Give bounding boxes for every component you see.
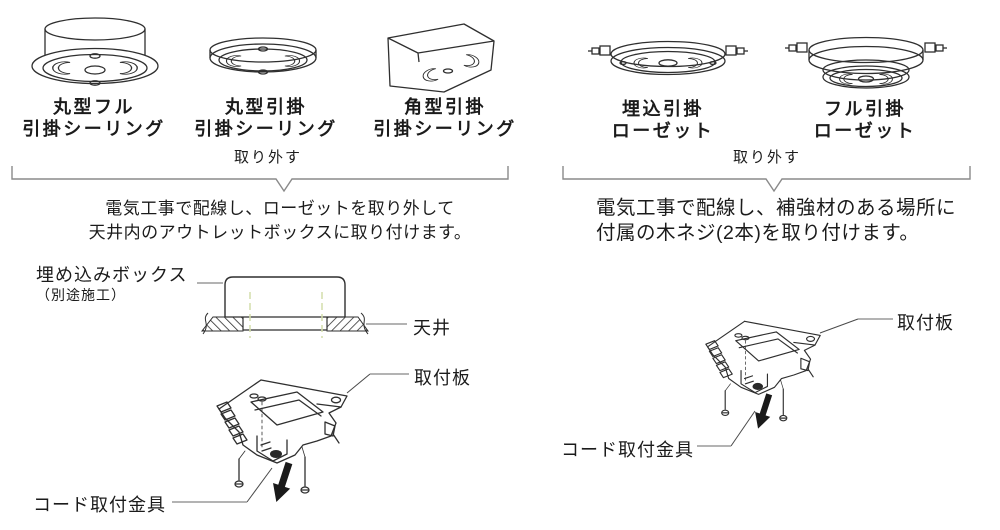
left-cord-bracket-label: コード取付金具 <box>33 495 166 515</box>
fixture-label-recessed-rosette: 埋込引掛 ローゼット <box>611 99 715 141</box>
fixture-label-full-rosette: フル引掛 ローゼット <box>813 99 917 141</box>
right-mounting-plate-label: 取付板 <box>897 313 954 333</box>
full-hook-rosette-illustration <box>785 36 947 89</box>
embedded-box-cross-section <box>197 276 407 338</box>
fixture-label-square-hook: 角型引掛 引掛シーリング <box>373 97 517 139</box>
right-cord-bracket-label: コード取付金具 <box>561 440 694 460</box>
left-mounting-plate-label: 取付板 <box>414 368 471 388</box>
right-group-bracket <box>562 166 971 193</box>
right-instruction-text: 電気工事で配線し、補強材のある場所に 付属の木ネジ(2本)を取り付けます。 <box>596 197 957 244</box>
ceiling-break-marks <box>202 312 369 335</box>
embedded-box-label: 埋め込みボックス <box>36 265 188 285</box>
alignment-guide-lines <box>249 292 323 338</box>
right-remove-label: 取り外す <box>732 149 801 166</box>
recessed-hook-rosette-illustration <box>588 40 748 76</box>
fixture-label-round-hook: 丸型引掛 引掛シーリング <box>194 97 338 139</box>
square-hook-ceiling-illustration <box>387 23 495 93</box>
left-group-bracket <box>11 166 509 193</box>
left-remove-label: 取り外す <box>233 149 302 166</box>
mounting-plate-illustration <box>705 320 821 432</box>
mounting-plate-illustration <box>216 379 348 506</box>
round-hook-ceiling-illustration <box>209 37 317 75</box>
left-instruction-text: 電気工事で配線し、ローゼットを取り外して 天井内のアウトレットボックスに取り付け… <box>88 199 472 242</box>
fixture-label-round-full: 丸型フル 引掛シーリング <box>22 97 166 139</box>
left-mounting-plate-diagram <box>172 373 409 506</box>
round-full-hook-ceiling-illustration <box>31 17 159 86</box>
right-mounting-plate-diagram <box>697 318 893 447</box>
embedded-box-note: （別途施工） <box>36 287 126 303</box>
ceiling-label: 天井 <box>413 318 451 338</box>
